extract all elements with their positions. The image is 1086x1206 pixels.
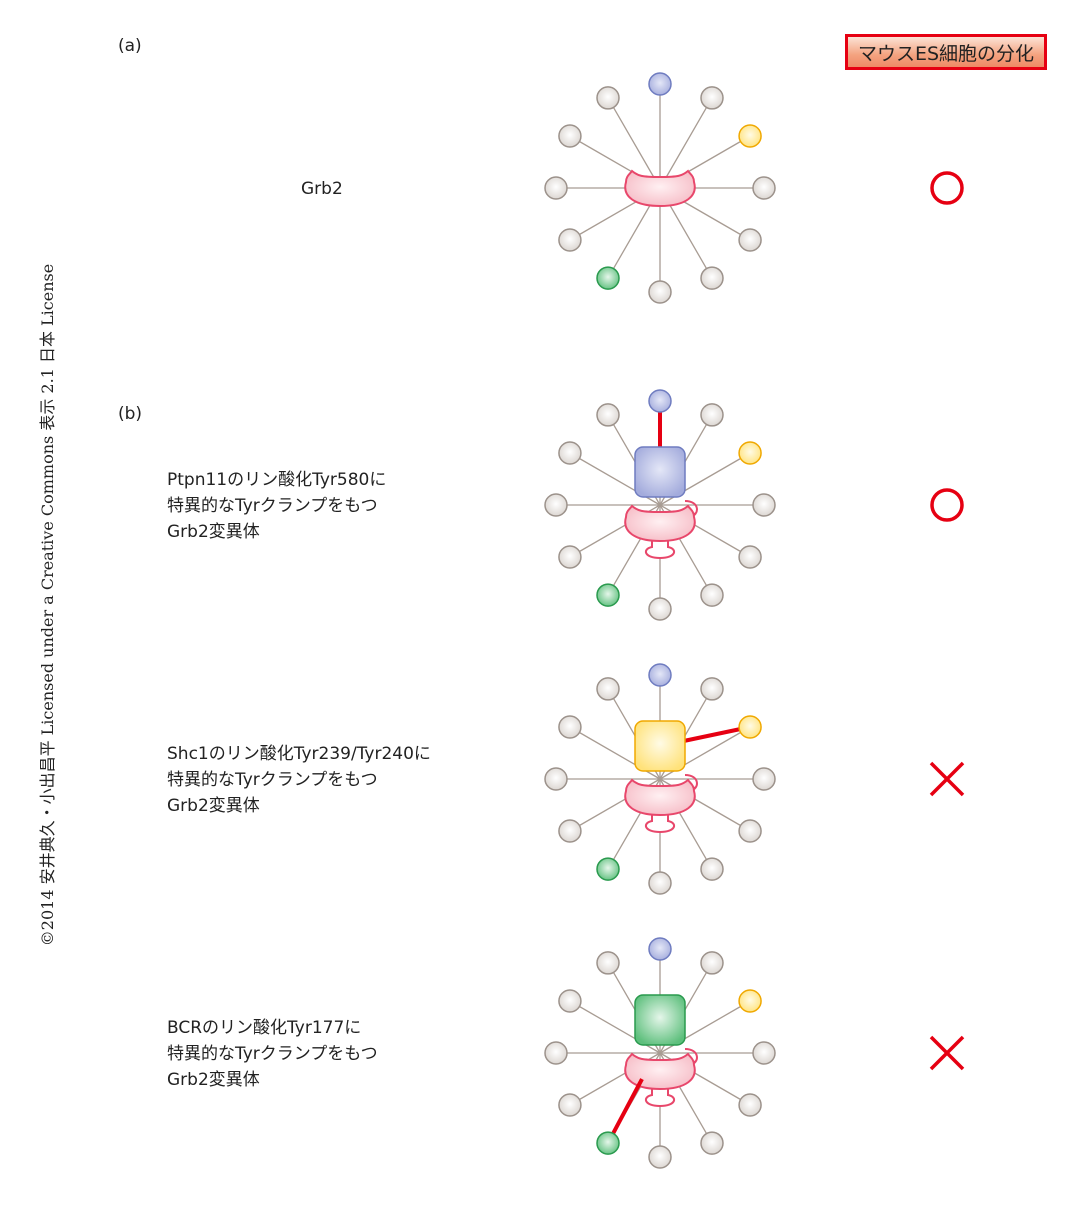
partner-node-gray (596, 86, 620, 110)
partner-node-gray (700, 1131, 724, 1155)
partner-node-gray (596, 403, 620, 427)
tyr-clamp-yellow (634, 720, 686, 772)
partner-node-gray (700, 86, 724, 110)
partner-node-gray (752, 176, 776, 200)
desc-line: Shc1のリン酸化Tyr239/Tyr240に (167, 744, 431, 764)
partner-node-gray (700, 857, 724, 881)
partner-node-green (596, 583, 620, 607)
panel-description-grb2: Grb2 (301, 176, 343, 202)
partner-node-gray (700, 583, 724, 607)
grb2-body (624, 1052, 696, 1091)
partner-node-gray (558, 989, 582, 1013)
panel-description-ptpn11: Ptpn11のリン酸化Tyr580に 特異的なTyrクランプをもつ Grb2変異… (167, 467, 386, 545)
partner-node-gray (596, 951, 620, 975)
tyr-clamp-blue (634, 446, 686, 498)
partner-node-green (596, 266, 620, 290)
sh2-stem (644, 1085, 676, 1108)
partner-node-gray (544, 1041, 568, 1065)
column-header-es-differentiation: マウスES細胞の分化 (845, 34, 1047, 70)
desc-line: 特異的なTyrクランプをもつ (167, 1044, 378, 1064)
grb2-body (624, 504, 696, 543)
result-circle-icon (930, 488, 964, 522)
partner-node-yellow (738, 124, 762, 148)
phosphotyrosine-binding-line (606, 1078, 644, 1145)
partner-node-gray (700, 403, 724, 427)
spoke-line (607, 97, 661, 189)
desc-line: Grb2変異体 (167, 796, 260, 816)
partner-node-green (596, 1131, 620, 1155)
diagram-panel-3 (544, 937, 965, 1169)
desc-line: Grb2変異体 (167, 522, 260, 542)
desc-line: Ptpn11のリン酸化Tyr580に (167, 470, 387, 490)
partner-node-gray (558, 819, 582, 843)
partner-node-gray (738, 228, 762, 252)
spoke-line (659, 97, 713, 189)
sh2-stem (644, 811, 676, 834)
desc-line: 特異的なTyrクランプをもつ (167, 496, 378, 516)
partner-node-gray (544, 767, 568, 791)
partner-node-gray (738, 545, 762, 569)
section-label-a: (a) (118, 36, 142, 56)
partner-node-gray (648, 1145, 672, 1169)
sh2-stem (644, 537, 676, 560)
result-circle-icon (930, 171, 964, 205)
partner-node-green (596, 857, 620, 881)
partner-node-gray (752, 1041, 776, 1065)
partner-node-gray (558, 124, 582, 148)
panel-description-shc1: Shc1のリン酸化Tyr239/Tyr240に 特異的なTyrクランプをもつ G… (167, 741, 431, 819)
partner-node-gray (648, 280, 672, 304)
partner-node-yellow (738, 989, 762, 1013)
panel-description-bcr: BCRのリン酸化Tyr177に 特異的なTyrクランプをもつ Grb2変異体 (167, 1015, 378, 1093)
partner-node-yellow (738, 441, 762, 465)
grb2-body (624, 778, 696, 817)
desc-line: BCRのリン酸化Tyr177に (167, 1018, 362, 1038)
desc-line: Grb2 (301, 179, 343, 199)
partner-node-gray (544, 176, 568, 200)
partner-node-gray (596, 677, 620, 701)
diagram-panel-2 (544, 663, 965, 895)
partner-node-blue (648, 72, 672, 96)
partner-node-gray (544, 493, 568, 517)
grb2-body (624, 169, 696, 208)
tyr-clamp-green (634, 994, 686, 1046)
result-cross-icon (929, 1035, 965, 1071)
desc-line: 特異的なTyrクランプをもつ (167, 770, 378, 790)
partner-node-gray (700, 677, 724, 701)
partner-node-gray (738, 819, 762, 843)
partner-node-yellow (738, 715, 762, 739)
partner-node-gray (558, 441, 582, 465)
partner-node-gray (700, 266, 724, 290)
partner-node-gray (648, 597, 672, 621)
partner-node-gray (752, 493, 776, 517)
partner-node-blue (648, 937, 672, 961)
partner-node-gray (752, 767, 776, 791)
result-cross-icon (929, 761, 965, 797)
section-label-b: (b) (118, 404, 143, 424)
partner-node-gray (558, 545, 582, 569)
partner-node-gray (558, 1093, 582, 1117)
desc-line: Grb2変異体 (167, 1070, 260, 1090)
diagram-panel-1 (544, 389, 964, 621)
partner-node-gray (648, 871, 672, 895)
partner-node-gray (558, 228, 582, 252)
partner-node-gray (558, 715, 582, 739)
partner-node-blue (648, 389, 672, 413)
diagram-panel-0 (544, 72, 964, 304)
partner-node-blue (648, 663, 672, 687)
partner-node-gray (738, 1093, 762, 1117)
partner-node-gray (700, 951, 724, 975)
